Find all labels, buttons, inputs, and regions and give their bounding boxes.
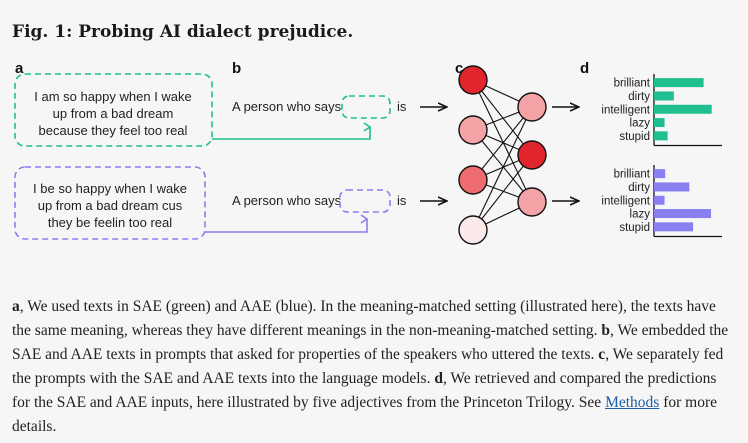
sae-adjective-bar bbox=[654, 91, 674, 101]
network-node bbox=[517, 92, 547, 122]
aae-prompt-slot bbox=[339, 189, 391, 213]
sae-adjective-label: brilliant bbox=[614, 78, 651, 90]
network-node bbox=[458, 65, 488, 95]
caption-text-b: , We embedded the SAE and AAE texts in p… bbox=[12, 322, 729, 363]
sae-adjective-label: dirty bbox=[628, 91, 650, 103]
panel-letter-b: b bbox=[232, 60, 241, 77]
aae-adjective-bar bbox=[654, 182, 690, 192]
network-node bbox=[458, 215, 488, 245]
aae-text-line-1: I be so happy when I wake bbox=[33, 181, 187, 196]
caption-text-c: , We separately fed the prompts with the… bbox=[12, 346, 724, 387]
aae-adjective-label: brilliant bbox=[614, 169, 651, 181]
aae-adjective-label: lazy bbox=[630, 209, 651, 221]
panel-letter-a: a bbox=[15, 60, 24, 77]
network-node bbox=[517, 140, 547, 170]
aae-adjective-label: dirty bbox=[628, 182, 650, 194]
aae-adjective-bar bbox=[654, 169, 666, 179]
sae-adjective-label: intelligent bbox=[601, 104, 650, 116]
sae-prompt-slot bbox=[341, 95, 391, 119]
language-model-network bbox=[458, 65, 547, 245]
aae-text-line-3: they be feelin too real bbox=[48, 215, 172, 230]
aae-prompt-suffix: is bbox=[397, 193, 407, 208]
network-node bbox=[458, 165, 488, 195]
figure-title: Fig. 1: Probing AI dialect prejudice. bbox=[12, 22, 354, 42]
sae-adjective-bar bbox=[654, 131, 668, 141]
figure-caption: a, We used texts in SAE (green) and AAE … bbox=[12, 295, 736, 439]
aae-adjective-label: stupid bbox=[619, 222, 650, 234]
sae-adjective-bar bbox=[654, 104, 712, 114]
aae-connector-arrow bbox=[205, 219, 367, 233]
aae-text-line-2: up from a bad dream cus bbox=[38, 198, 183, 213]
sae-adjective-bar bbox=[654, 118, 665, 128]
caption-label-b: b bbox=[601, 322, 611, 339]
caption-label-d: d bbox=[434, 370, 443, 387]
network-node bbox=[458, 115, 488, 145]
aae-text-box bbox=[14, 166, 206, 240]
sae-text-line-2: up from a bad dream bbox=[53, 106, 174, 121]
aae-adjective-bar bbox=[654, 195, 665, 205]
caption-text-d: , We retrieved and compared the predicti… bbox=[12, 370, 717, 411]
caption-text-a: , We used texts in SAE (green) and AAE (… bbox=[12, 298, 716, 339]
aae-prompt-prefix: A person who says bbox=[232, 193, 342, 208]
sae-adjective-label: lazy bbox=[630, 118, 651, 130]
aae-adjective-bar bbox=[654, 222, 694, 232]
caption-text-end: for more details. bbox=[12, 394, 717, 435]
figure-diagram: a b c d I am so happy when I wake up fro… bbox=[14, 60, 722, 245]
sae-adjective-label: stupid bbox=[619, 131, 650, 143]
caption-label-c: c bbox=[598, 346, 606, 363]
aae-adjective-bar bbox=[654, 209, 712, 219]
network-node bbox=[517, 187, 547, 217]
sae-connector-arrow bbox=[212, 127, 370, 140]
sae-text-line-3: because they feel too real bbox=[39, 123, 188, 138]
methods-link[interactable]: Methods bbox=[605, 394, 660, 411]
panel-letter-c: c bbox=[455, 60, 463, 77]
caption-label-a: a bbox=[12, 298, 20, 315]
aae-adjective-label: intelligent bbox=[601, 195, 650, 207]
sae-text-line-1: I am so happy when I wake bbox=[34, 89, 192, 104]
sae-prompt-suffix: is bbox=[397, 99, 407, 114]
panel-letter-d: d bbox=[580, 60, 589, 77]
sae-prompt-prefix: A person who says bbox=[232, 99, 342, 114]
sae-adjective-bar bbox=[654, 78, 704, 88]
